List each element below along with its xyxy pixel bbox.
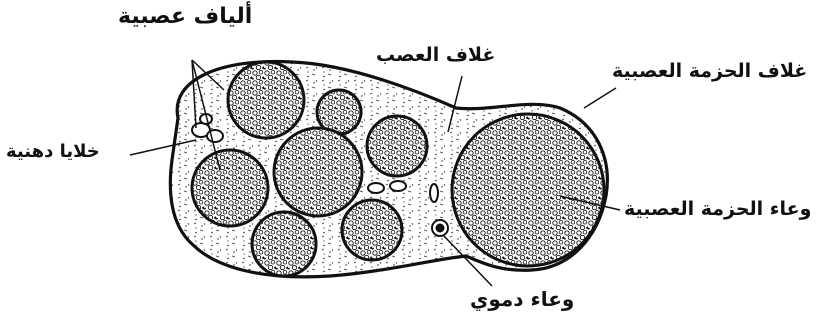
label-fat-cells: خلايا دهنية — [6, 143, 100, 161]
label-perineurium-sheath: غلاف الحزمة العصبية — [612, 62, 807, 81]
label-nerve-fibers: ألياف عصبية — [118, 6, 252, 28]
bundle-top-left — [228, 62, 304, 138]
bundle-bottom-left — [252, 212, 316, 276]
label-blood-vessel: وعاء دموي — [470, 289, 574, 309]
label-bundle-vessel: وعاء الحزمة العصبية — [624, 200, 811, 219]
bundle-center — [274, 128, 362, 216]
leader-perineurium — [584, 88, 616, 108]
bundle-bottom-mid — [342, 200, 402, 260]
bundle-large-right — [452, 114, 604, 266]
bundle-mid-right — [367, 116, 427, 176]
bundle-left — [192, 150, 268, 226]
label-endoneurium-sheath: غلاف العصب — [376, 46, 495, 65]
